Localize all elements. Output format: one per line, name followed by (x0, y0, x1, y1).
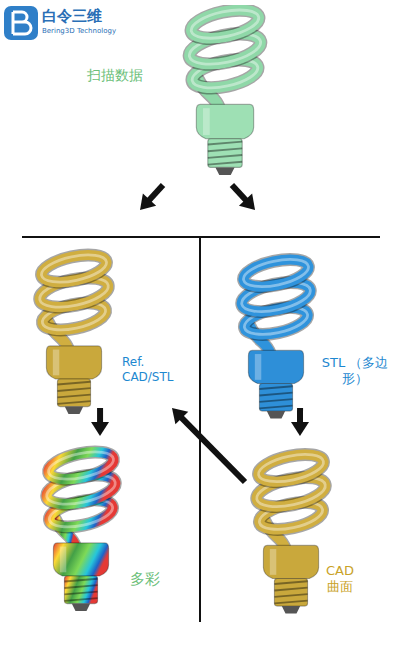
flow-arrow (291, 408, 309, 436)
stage-label: 扫描数据 (87, 67, 167, 85)
flow-arrow (140, 185, 163, 210)
flow-arrow (232, 185, 255, 210)
arrow-shaft (180, 417, 245, 482)
flow-arrow (91, 408, 109, 436)
stage-node: Ref. CAD/STL (28, 210, 198, 408)
logo-mark (13, 12, 31, 34)
ref-bulb-gold (37, 250, 111, 414)
logo-text: 白令三维 (42, 7, 102, 26)
logo-icon (4, 6, 38, 40)
arrow-head (239, 194, 255, 210)
stage-node: STL （多边形） (205, 210, 385, 408)
arrow-head (91, 422, 109, 436)
stage-label: 多彩 (130, 570, 170, 589)
ref-bulb-blue (37, 250, 111, 414)
arrow-shaft (297, 408, 303, 424)
deviation-bulb (44, 447, 118, 611)
arrow-shaft (148, 185, 163, 201)
stage-label: Ref. CAD/STL (122, 355, 174, 385)
arrow-shaft (97, 408, 103, 424)
flow-arrow (172, 408, 245, 482)
arrow-head (140, 194, 156, 210)
stl-bulb (239, 255, 313, 419)
arrow-head (291, 422, 309, 436)
stage-node: 多彩 (35, 436, 165, 620)
cad-bulb (254, 450, 328, 614)
stage-label: STL （多边形） (321, 355, 389, 388)
scan-bulb (187, 5, 264, 175)
arrow-head (172, 408, 188, 424)
divider-line (199, 237, 201, 622)
stage-label: CAD 曲面 (323, 563, 357, 596)
stage-node: CAD 曲面 (245, 436, 360, 620)
arrow-shaft (232, 185, 247, 201)
logo-subtext: Bering3D Technology (42, 27, 116, 35)
